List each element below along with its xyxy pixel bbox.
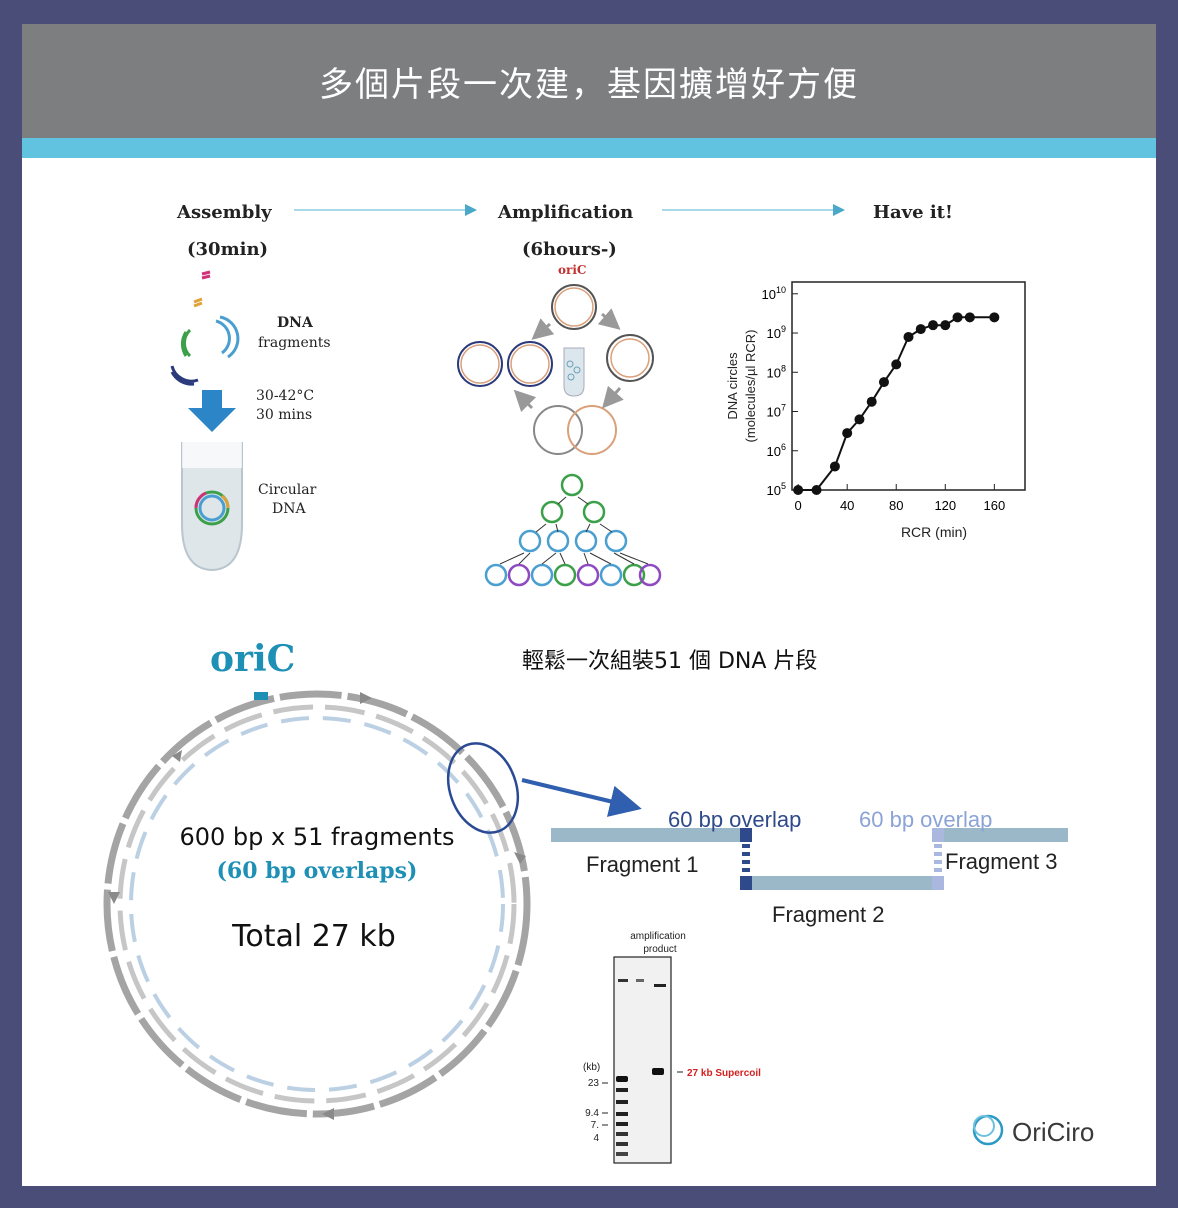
outer-fragment-ring bbox=[103, 690, 531, 1118]
gel-marker-4: 4 bbox=[593, 1133, 599, 1144]
chart-data-point bbox=[811, 485, 822, 495]
chart-data-point bbox=[989, 312, 1000, 323]
chart-x-tick-label: 80 bbox=[889, 498, 903, 513]
chart-data-point bbox=[915, 324, 926, 335]
fragment-1-label: Fragment 1 bbox=[586, 852, 699, 877]
oriciro-logo-icon bbox=[972, 1114, 1004, 1146]
chart-data-point bbox=[891, 359, 902, 370]
chart-y-tick-label: 109 bbox=[767, 324, 786, 341]
chart-data-point bbox=[952, 312, 963, 323]
circle-text-fragments: 600 bp x 51 fragments bbox=[179, 823, 454, 851]
dna-fragments-label-2: fragments bbox=[258, 335, 331, 351]
step-amplification-time: (6hours-) bbox=[522, 239, 617, 260]
dna-fragments-label-1: DNA bbox=[277, 315, 314, 331]
tube-icon bbox=[181, 442, 243, 572]
chart-data-point bbox=[878, 377, 889, 388]
rcr-growth-chart: 105 106 107 108 109 1010 0 40 80 120 160 RCR (min… bbox=[725, 281, 1026, 540]
fragment-overlap-diagram: 60 bp overlap 60 bp overlap Fragment 1 F… bbox=[551, 807, 1068, 927]
circle-text-total: Total 27 kb bbox=[231, 919, 396, 954]
gel-header-2: product bbox=[643, 944, 677, 955]
supercoil-label: 27 kb Supercoil bbox=[687, 1068, 761, 1079]
gel-kb-label: (kb) bbox=[583, 1062, 600, 1073]
oric-small-label: oriC bbox=[558, 263, 586, 277]
chart-data-point bbox=[829, 461, 840, 472]
circle-text-overlaps: (60 bp overlaps) bbox=[217, 858, 418, 884]
fragment-3-bar bbox=[932, 828, 1068, 842]
gel-electrophoresis-image: amplification product (kb) 23 9.4 7. 4 bbox=[583, 931, 761, 1164]
chart-frame bbox=[791, 281, 1026, 491]
amplification-cycle-illustration: oriC bbox=[457, 263, 654, 455]
circular-dna-label-1: Circular bbox=[258, 482, 317, 498]
chart-data-point bbox=[854, 414, 865, 425]
chart-data-point bbox=[903, 331, 914, 342]
brand-name: OriCiro bbox=[1012, 1117, 1094, 1147]
fragment-2-label: Fragment 2 bbox=[772, 902, 885, 927]
chart-y-tick-label: 107 bbox=[767, 403, 786, 420]
step-assembly-title: Assembly bbox=[176, 202, 272, 223]
gel-marker-7: 7. bbox=[591, 1120, 599, 1131]
circular-dna-label-2: DNA bbox=[272, 501, 306, 517]
chart-y-axis-label-1: DNA circles bbox=[725, 352, 740, 420]
plasmid-circle-diagram: 600 bp x 51 fragments (60 bp overlaps) T… bbox=[103, 690, 531, 1120]
chart-data-point bbox=[964, 312, 975, 323]
main-diagram: Assembly (30min) Amplification (6hours-)… bbox=[103, 202, 1094, 1164]
oric-title: oriC bbox=[210, 638, 295, 680]
overlap-label-2: 60 bp overlap bbox=[859, 807, 992, 832]
temp-label-1: 30-42°C bbox=[256, 388, 314, 404]
assembly-illustration: DNA fragments 30-42°C 30 mins Circular D… bbox=[170, 270, 331, 572]
step-assembly-time: (30min) bbox=[187, 239, 268, 260]
fragment-2-bar bbox=[740, 876, 943, 890]
inner-fragment-ring bbox=[129, 716, 505, 1092]
zoom-ellipse bbox=[446, 742, 520, 834]
chart-x-axis-label: RCR (min) bbox=[901, 524, 967, 540]
chart-data-point bbox=[793, 485, 804, 495]
assembly-caption: 輕鬆一次組裝51 個 DNA 片段 bbox=[522, 649, 817, 674]
down-arrow-icon bbox=[188, 390, 236, 432]
chart-y-axis-label-2: (molecules/µl RCR) bbox=[743, 330, 758, 443]
chart-data-point bbox=[842, 428, 853, 439]
chart-data-point bbox=[866, 396, 877, 407]
step-amplification-title: Amplification bbox=[497, 202, 633, 223]
chart-x-tick-label: 0 bbox=[795, 498, 802, 513]
chart-data-point bbox=[940, 320, 951, 331]
chart-y-tick-label: 105 bbox=[767, 481, 786, 498]
accent-stripe bbox=[22, 138, 1156, 158]
middle-fragment-ring bbox=[117, 704, 517, 1104]
chart-y-tick-label: 108 bbox=[767, 363, 786, 380]
overlap-label-1: 60 bp overlap bbox=[668, 807, 801, 832]
chart-y-tick-label: 1010 bbox=[762, 285, 786, 302]
supercoil-band bbox=[652, 1068, 664, 1075]
amplification-tree-illustration bbox=[484, 473, 662, 587]
chart-data-point bbox=[928, 320, 939, 331]
fragment-3-label: Fragment 3 bbox=[945, 849, 1058, 874]
gel-frame bbox=[613, 956, 672, 1164]
chart-x-tick-label: 120 bbox=[934, 498, 956, 513]
banner-title: 多個片段一次建，基因擴增好方便 bbox=[319, 64, 859, 105]
fragment-1-bar bbox=[551, 828, 752, 842]
temp-label-2: 30 mins bbox=[256, 407, 312, 423]
gel-marker-9-4: 9.4 bbox=[585, 1108, 599, 1119]
step-haveit-title: Have it! bbox=[873, 202, 953, 223]
chart-y-tick-label: 106 bbox=[767, 442, 786, 459]
chart-x-tick-label: 160 bbox=[983, 498, 1005, 513]
gel-header-1: amplification bbox=[630, 931, 686, 942]
content-panel: 多個片段一次建，基因擴增好方便 Assembly (30min) Amplifi… bbox=[22, 24, 1156, 1186]
gel-marker-23: 23 bbox=[588, 1078, 600, 1089]
oriciro-logo: OriCiro bbox=[972, 1114, 1094, 1147]
oric-marker bbox=[254, 692, 268, 700]
title-banner: 多個片段一次建，基因擴增好方便 bbox=[22, 24, 1156, 138]
chart-series-line bbox=[798, 316, 995, 491]
zoom-arrow bbox=[521, 778, 642, 817]
chart-x-tick-label: 40 bbox=[840, 498, 854, 513]
